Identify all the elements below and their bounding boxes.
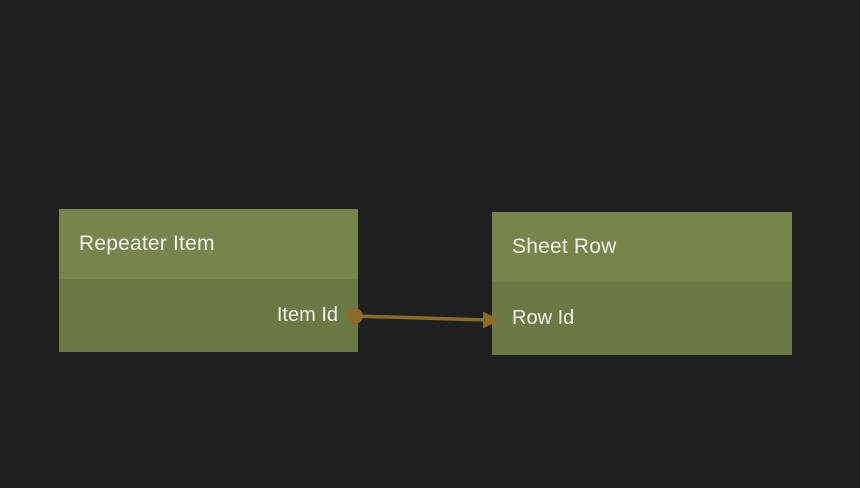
node-sheet-row-header[interactable]: Sheet Row <box>492 212 792 282</box>
node-title: Sheet Row <box>512 235 617 258</box>
node-sheet-row-body: Row Id <box>492 282 792 355</box>
node-repeater-item[interactable]: Repeater Item Item Id <box>59 209 358 352</box>
connection-source-port-icon <box>347 308 363 324</box>
connection-item-id-to-row-id[interactable] <box>347 308 500 329</box>
field-label: Item Id <box>276 304 338 326</box>
connection-arrowhead-icon <box>483 311 500 329</box>
field-row-id[interactable]: Row Id <box>492 282 792 355</box>
field-item-id[interactable]: Item Id <box>59 279 358 352</box>
field-label: Row Id <box>512 307 575 329</box>
node-title: Repeater Item <box>79 232 215 255</box>
node-repeater-item-body: Item Id <box>59 279 358 352</box>
node-sheet-row[interactable]: Sheet Row Row Id <box>492 212 792 355</box>
connection-line <box>354 314 487 322</box>
node-repeater-item-header[interactable]: Repeater Item <box>59 209 358 279</box>
